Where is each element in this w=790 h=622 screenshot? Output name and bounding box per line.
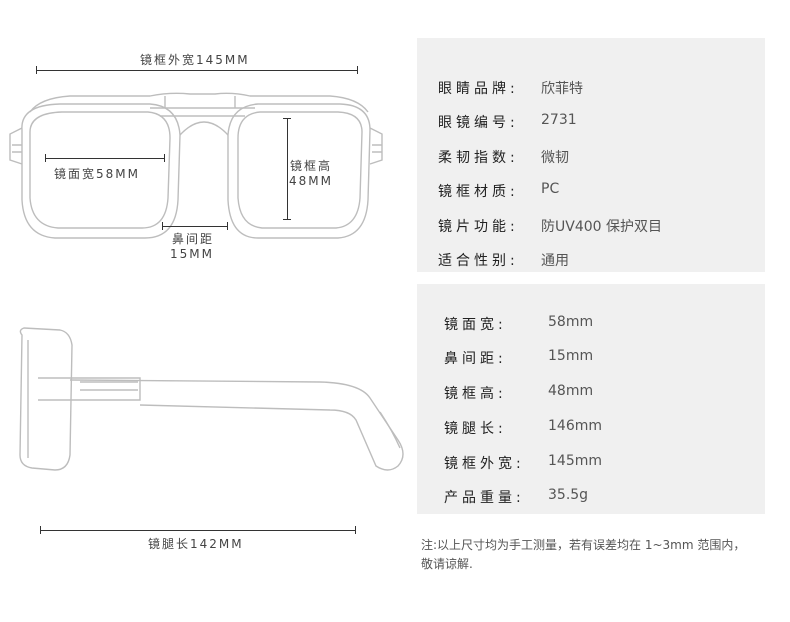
dimension-tick [164, 154, 165, 162]
dimension-tick [357, 66, 358, 74]
spec-value: 146mm [548, 418, 602, 434]
dimension-tick [162, 222, 163, 230]
bridge-label-line1: 鼻间距 [172, 232, 215, 246]
dimension-tick [283, 118, 291, 119]
dimension-tick [227, 222, 228, 230]
spec-value: 2731 [541, 112, 577, 128]
spec-label: 眼睛品牌: [438, 81, 519, 97]
spec-label: 镜片功能: [438, 219, 519, 235]
spec-label: 产品重量: [444, 490, 525, 506]
temple-length-label: 镜腿长142MM [148, 537, 244, 551]
dimension-tick [355, 526, 356, 534]
spec-value: PC [541, 181, 560, 197]
spec-panel-dimensions: 镜面宽: 58mm 鼻间距: 15mm 镜框高: 48mm 镜腿长: 146mm… [417, 284, 765, 514]
spec-label: 适合性别: [438, 253, 519, 269]
spec-label: 镜框外宽: [444, 456, 525, 472]
bridge-label-line2: 15MM [170, 247, 214, 261]
measurement-note: 注:以上尺寸均为手工测量，若有误差均在 1~3mm 范围内，敬请谅解. [421, 538, 746, 571]
spec-value: 通用 [541, 253, 569, 269]
bridge-dimension-line [162, 226, 228, 227]
dimension-tick [283, 219, 291, 220]
spec-value: 35.5g [548, 487, 589, 503]
spec-panel-basic: 眼睛品牌: 欣菲特 眼镜编号: 2731 柔韧指数: 微韧 镜框材质: PC 镜… [417, 38, 765, 272]
spec-value: 欣菲特 [541, 81, 583, 97]
frame-width-dimension-line [36, 70, 358, 71]
spec-value: 48mm [548, 383, 594, 399]
spec-label: 镜腿长: [444, 421, 507, 437]
spec-label: 镜框高: [444, 386, 507, 402]
glasses-front-drawing [9, 92, 383, 239]
frame-width-label: 镜框外宽145MM [140, 53, 250, 67]
lens-height-label-line1: 镜框高 [290, 159, 333, 173]
spec-value: 58mm [548, 314, 594, 330]
lens-height-dimension-line [287, 118, 288, 220]
lens-height-label-line2: 48MM [289, 174, 333, 188]
spec-label: 镜面宽: [444, 317, 507, 333]
spec-value: 微韧 [541, 150, 569, 166]
spec-label: 镜框材质: [438, 184, 519, 200]
spec-label: 眼镜编号: [438, 115, 519, 131]
dimension-tick [36, 66, 37, 74]
dimension-tick [45, 154, 46, 162]
dimension-tick [40, 526, 41, 534]
spec-value: 防UV400 保护双目 [541, 219, 662, 235]
spec-label: 柔韧指数: [438, 150, 519, 166]
lens-width-dimension-line [45, 158, 165, 159]
lens-width-label: 镜面宽58MM [54, 167, 140, 181]
temple-length-dimension-line [40, 530, 356, 531]
glasses-side-drawing [19, 327, 404, 471]
spec-label: 鼻间距: [444, 351, 507, 367]
spec-value: 145mm [548, 453, 602, 469]
spec-value: 15mm [548, 348, 594, 364]
